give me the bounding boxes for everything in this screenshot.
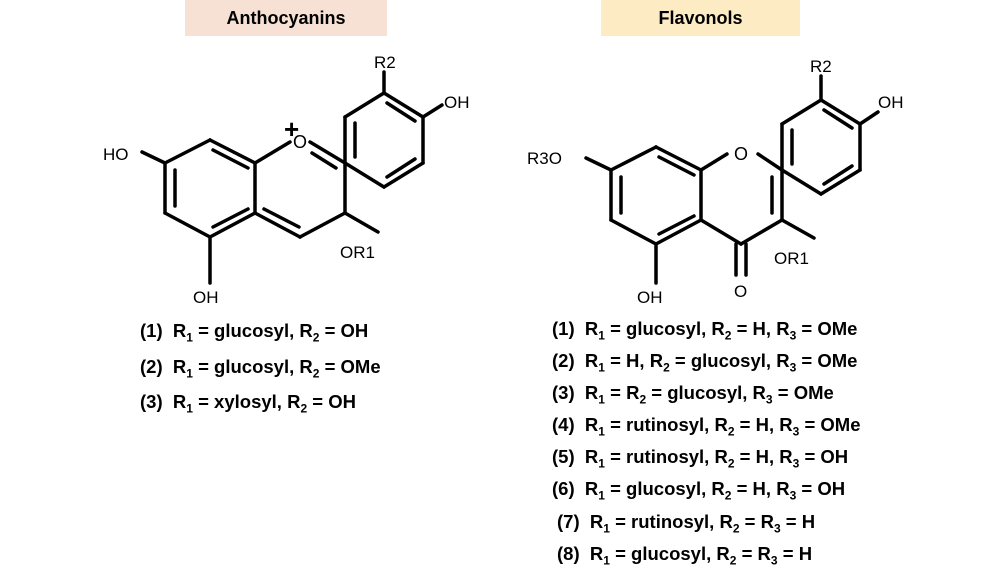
anthocyanin-compound-3: (3) R1 = xylosyl, R2 = OH — [140, 391, 356, 416]
flavonol-compound-5: (5) R1 = rutinosyl, R2 = H, R3 = OH — [552, 446, 849, 471]
substituent-definition: R1 = H, R2 = glucosyl, R3 = OMe — [584, 350, 858, 375]
anthocyanin-r2-label: R2 — [374, 53, 396, 72]
substituent-definition: R1 = rutinosyl, R2 = H, R3 = OH — [584, 446, 849, 471]
flavonol-ring-o: O — [734, 144, 748, 164]
compound-number: (2) — [552, 350, 575, 371]
compound-number: (8) — [557, 543, 580, 564]
substituent-definition: R1 = rutinosyl, R2 = H, R3 = OMe — [584, 414, 861, 439]
anthocyanin-ho-label: HO — [103, 145, 129, 164]
anthocyanin-ring-o: O — [293, 132, 307, 152]
compound-number: (1) — [552, 318, 575, 339]
flavonol-compound-7: (7) R1 = rutinosyl, R2 = R3 = H — [557, 511, 816, 536]
compound-number: (5) — [552, 446, 575, 467]
anthocyanin-compound-2: (2) R1 = glucosyl, R2 = OMe — [140, 356, 381, 381]
flavonol-compound-3: (3) R1 = R2 = glucosyl, R3 = OMe — [552, 382, 834, 407]
flavonol-compound-2: (2) R1 = H, R2 = glucosyl, R3 = OMe — [552, 350, 858, 375]
flavonol-or1-label: OR1 — [774, 249, 809, 268]
substituent-definition: R1 = rutinosyl, R2 = R3 = H — [589, 511, 816, 536]
substituent-definition: R1 = R2 = glucosyl, R3 = OMe — [584, 382, 834, 407]
flavonol-compound-6: (6) R1 = glucosyl, R2 = H, R3 = OH — [552, 478, 846, 503]
compound-number: (2) — [140, 356, 163, 377]
r1-value: xylosyl — [214, 391, 277, 412]
flavonol-oh-label: OH — [878, 93, 904, 112]
r2-value: OMe — [340, 356, 381, 377]
anthocyanin-or1-label: OR1 — [340, 243, 375, 262]
anthocyanin-bonds — [140, 70, 444, 285]
flavonol-compound-1: (1) R1 = glucosyl, R2 = H, R3 = OMe — [552, 318, 858, 343]
substituent-definition: R1 = glucosyl, R2 = R3 = H — [589, 543, 813, 568]
r1-value: glucosyl — [214, 356, 290, 377]
flavonol-oh-bottom-label: OH — [637, 288, 663, 307]
compound-number: (3) — [552, 382, 575, 403]
flavonol-carbonyl-o-label: O — [734, 282, 747, 301]
anthocyanin-oh-label: OH — [444, 93, 470, 112]
flavonol-compound-4: (4) R1 = rutinosyl, R2 = H, R3 = OMe — [552, 414, 861, 439]
r1-value: glucosyl — [214, 320, 290, 341]
anthocyanins-title: Anthocyanins — [185, 0, 387, 36]
substituent-definition: R1 = glucosyl, R2 = H, R3 = OMe — [584, 318, 858, 343]
r2-value: OH — [340, 320, 369, 341]
anthocyanin-charge: + — [284, 114, 299, 144]
anthocyanin-compound-1: (1) R1 = glucosyl, R2 = OH — [140, 320, 369, 345]
flavonol-r2-label: R2 — [810, 57, 832, 76]
compound-number: (1) — [140, 320, 163, 341]
anthocyanin-oh-bottom-label: OH — [193, 288, 219, 307]
flavonol-bonds — [584, 74, 880, 285]
flavonol-r3o-label: R3O — [527, 149, 562, 168]
compound-number: (3) — [140, 391, 163, 412]
flavonols-title: Flavonols — [601, 0, 800, 36]
flavonol-compound-8: (8) R1 = glucosyl, R2 = R3 = H — [557, 543, 813, 568]
r2-value: OH — [328, 391, 356, 412]
compound-number: (6) — [552, 478, 575, 499]
substituent-definition: R1 = glucosyl, R2 = H, R3 = OH — [584, 478, 846, 503]
compound-number: (7) — [557, 511, 580, 532]
compound-number: (4) — [552, 414, 575, 435]
